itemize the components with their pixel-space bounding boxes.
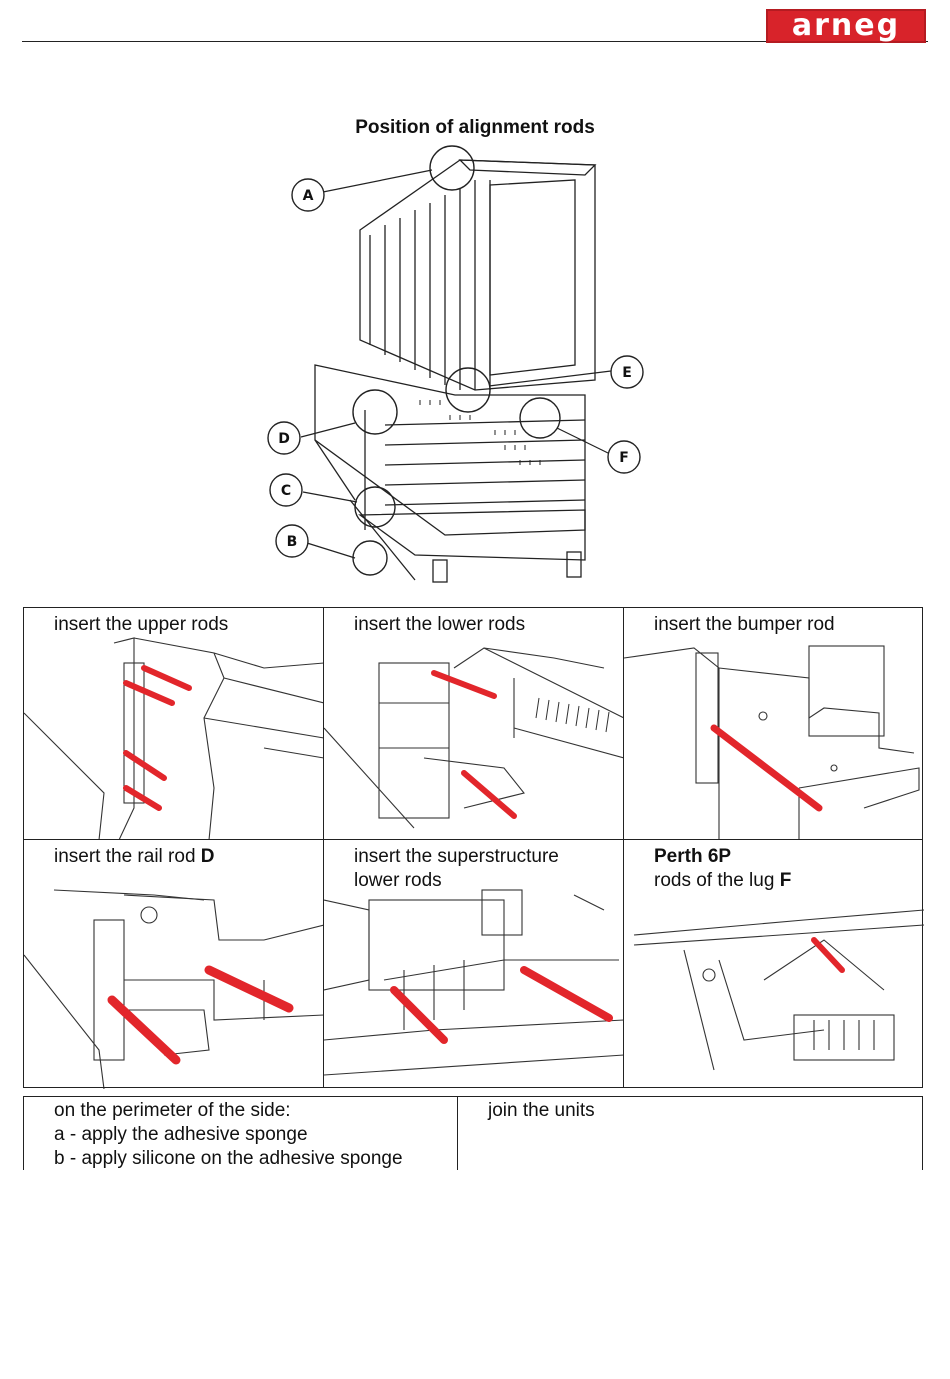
assembly-notes: on the perimeter of the side: a - apply …: [23, 1096, 923, 1170]
bumper-rod-drawing: [624, 645, 920, 840]
step-lug-rods: Perth 6P rods of the lug F: [623, 839, 924, 1088]
callout-f: F: [619, 450, 629, 466]
grid-bottom-rule: [23, 1087, 923, 1088]
header-rule: [22, 41, 928, 42]
join-units-text: join the units: [488, 1100, 595, 1121]
lug-rods-drawing: [633, 909, 924, 1071]
cabinet-overview-drawing: A B C D E F: [267, 145, 644, 583]
upper-rods-drawing: [24, 637, 324, 840]
step-text: insert the rail rod: [54, 846, 201, 867]
callout-b: B: [287, 534, 298, 550]
rail-rod-drawing: [24, 889, 324, 1089]
figure-title: Position of alignment rods: [355, 117, 595, 138]
step-bumper-rod: insert the bumper rod: [623, 607, 923, 840]
step-caption: insert the rail rod D: [54, 845, 215, 869]
callout-d: D: [278, 431, 290, 447]
callout-c: C: [281, 483, 291, 499]
step-caption: Perth 6P rods of the lug F: [654, 845, 791, 893]
step-text: rods of the lug: [654, 870, 780, 891]
superstructure-rods-drawing: [324, 889, 624, 1076]
step-caption: insert the bumper rod: [654, 614, 835, 635]
brand-logo: arneg: [766, 9, 926, 43]
note-line: on the perimeter of the side:: [54, 1100, 291, 1121]
lower-rods-drawing: [324, 647, 624, 829]
callout-e: E: [622, 365, 632, 381]
steps-grid: insert the upper rods insert the lower r…: [23, 607, 924, 1089]
note-line: b - apply silicone on the adhesive spong…: [54, 1148, 403, 1169]
step-caption: insert the lower rods: [354, 614, 526, 635]
note-line: a - apply the adhesive sponge: [54, 1124, 308, 1145]
side-perimeter-note: on the perimeter of the side: a - apply …: [23, 1096, 457, 1170]
step-caption: insert the upper rods: [54, 614, 229, 635]
step-upper-rods: insert the upper rods: [23, 607, 324, 840]
brand-logo-text: arneg: [791, 8, 901, 43]
step-rail-rod: insert the rail rod D: [23, 839, 324, 1089]
callout-a: A: [303, 188, 314, 204]
join-units-note: join the units: [457, 1096, 923, 1170]
step-superstructure-lower-rods: insert the superstructure lower rods: [323, 839, 624, 1088]
step-caption: insert the superstructure lower rods: [354, 846, 559, 891]
step-heading: Perth 6P: [654, 846, 732, 867]
step-lower-rods: insert the lower rods: [323, 607, 624, 839]
step-label-f: F: [779, 870, 792, 891]
step-label-d: D: [200, 846, 215, 867]
